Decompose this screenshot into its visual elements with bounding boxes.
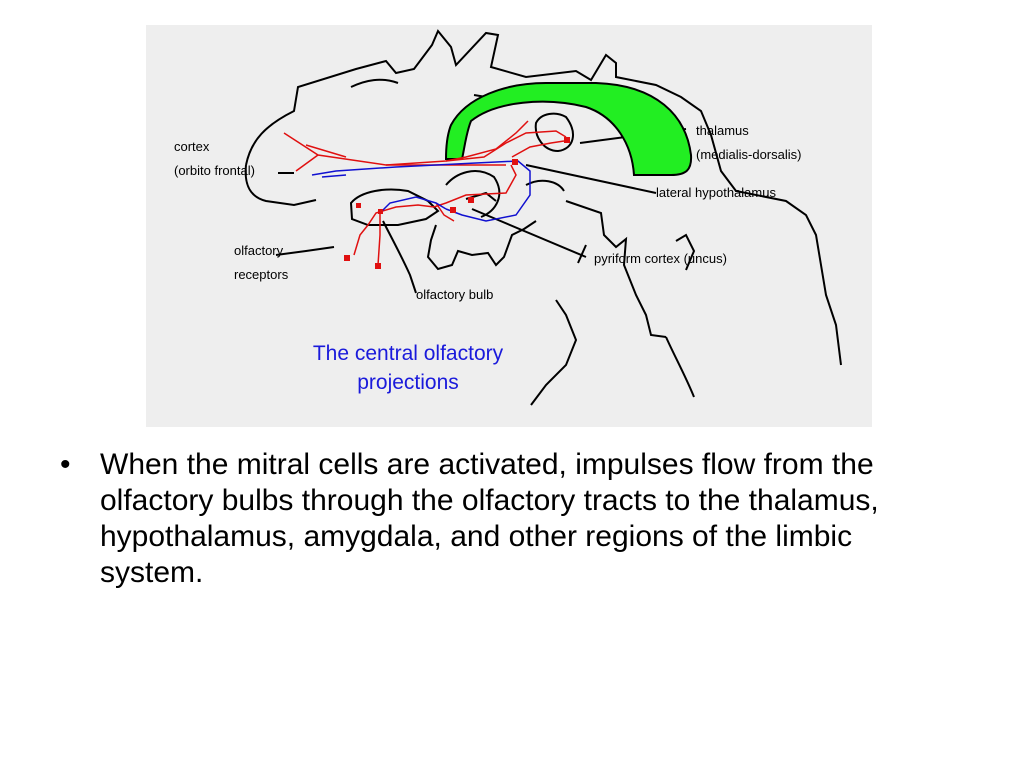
olfactory-projection-diagram: cortex (orbito frontal) olfactory recept…	[146, 25, 872, 427]
label-orbito-frontal: (orbito frontal)	[174, 163, 255, 178]
label-lateral-hypothalamus: lateral hypothalamus	[656, 185, 776, 200]
bullet-item: • When the mitral cells are activated, i…	[60, 447, 960, 591]
label-olfactory-receptors-line2: receptors	[234, 267, 289, 282]
brain-outline-drawing	[244, 29, 842, 406]
caption-line-1: The central olfactory	[312, 342, 504, 365]
label-thalamus: thalamus	[696, 123, 749, 138]
label-pyriform-cortex: pyriform cortex (uncus)	[594, 251, 727, 266]
caption-line-2: projections	[357, 371, 459, 394]
label-olfactory-bulb: olfactory bulb	[416, 287, 494, 302]
label-medialis-dorsalis: (medialis-dorsalis)	[696, 147, 802, 162]
figure-caption: The central olfactory projections	[258, 339, 558, 397]
label-cortex: cortex	[174, 139, 210, 154]
bullet-text: When the mitral cells are activated, imp…	[100, 448, 879, 589]
bullet-list: • When the mitral cells are activated, i…	[60, 447, 960, 591]
label-olfactory-receptors-line1: olfactory	[234, 243, 284, 258]
bullet-marker: •	[60, 448, 71, 481]
